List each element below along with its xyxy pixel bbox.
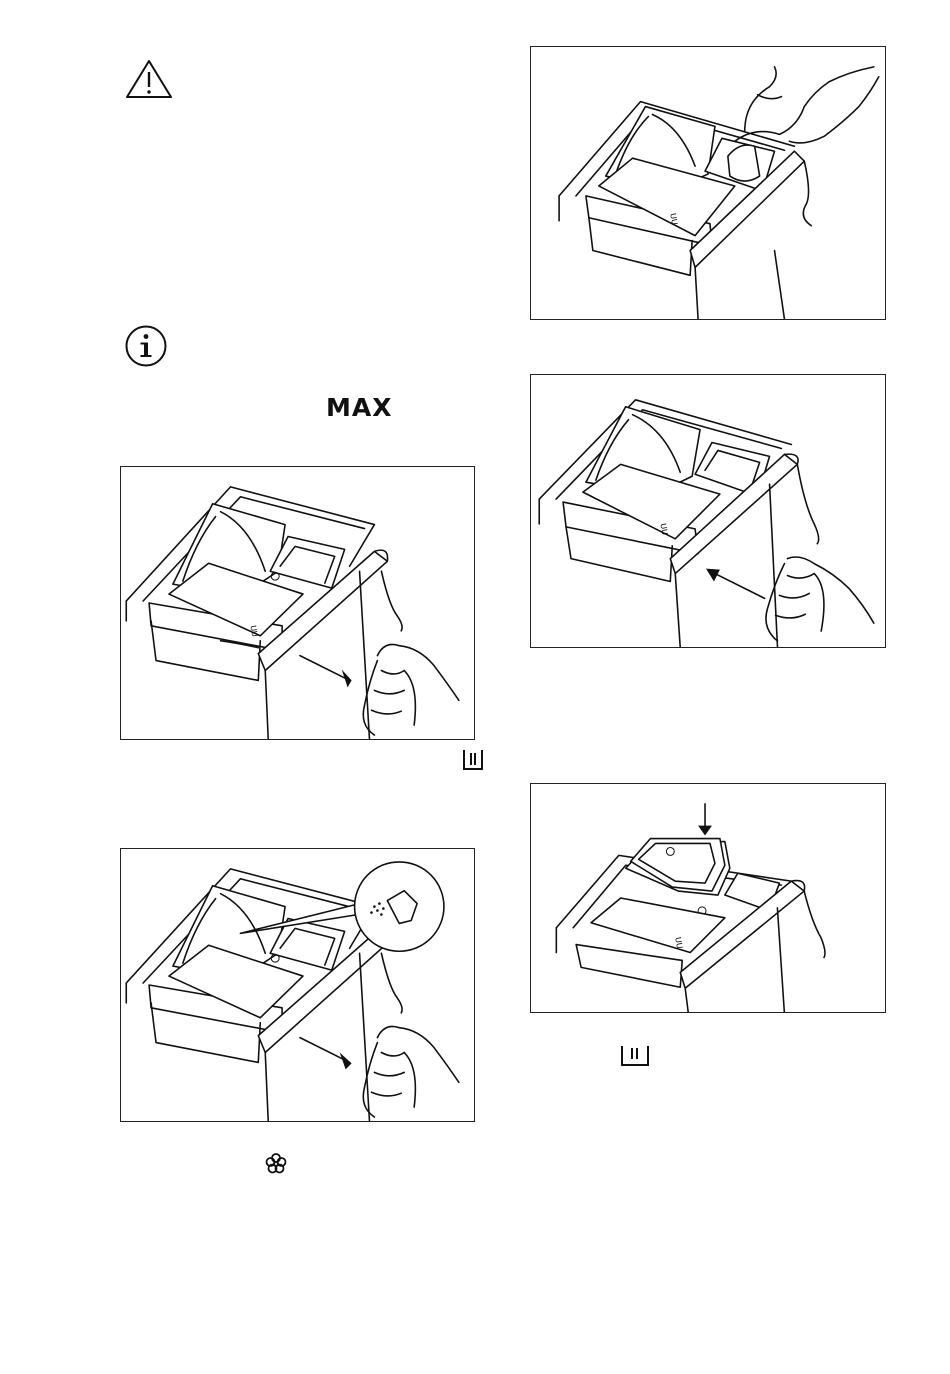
max-level-label: MAX [326, 393, 393, 422]
figure-drawer-pull-out: ᑌᑌ [120, 466, 475, 740]
fabric-softener-flower-icon [264, 1152, 288, 1176]
figure-pour-softener: ᑌᑌ [530, 46, 886, 320]
figure-push-drawer-in: ᑌᑌ [530, 374, 886, 648]
warning-triangle-icon [124, 58, 174, 100]
figure-drawer-powder-callout [120, 848, 475, 1122]
main-wash-compartment-icon [620, 1044, 650, 1068]
info-circle-icon [124, 324, 168, 368]
main-wash-compartment-icon [462, 748, 484, 772]
figure-liquid-insert: ᑌᑌ [530, 783, 886, 1013]
